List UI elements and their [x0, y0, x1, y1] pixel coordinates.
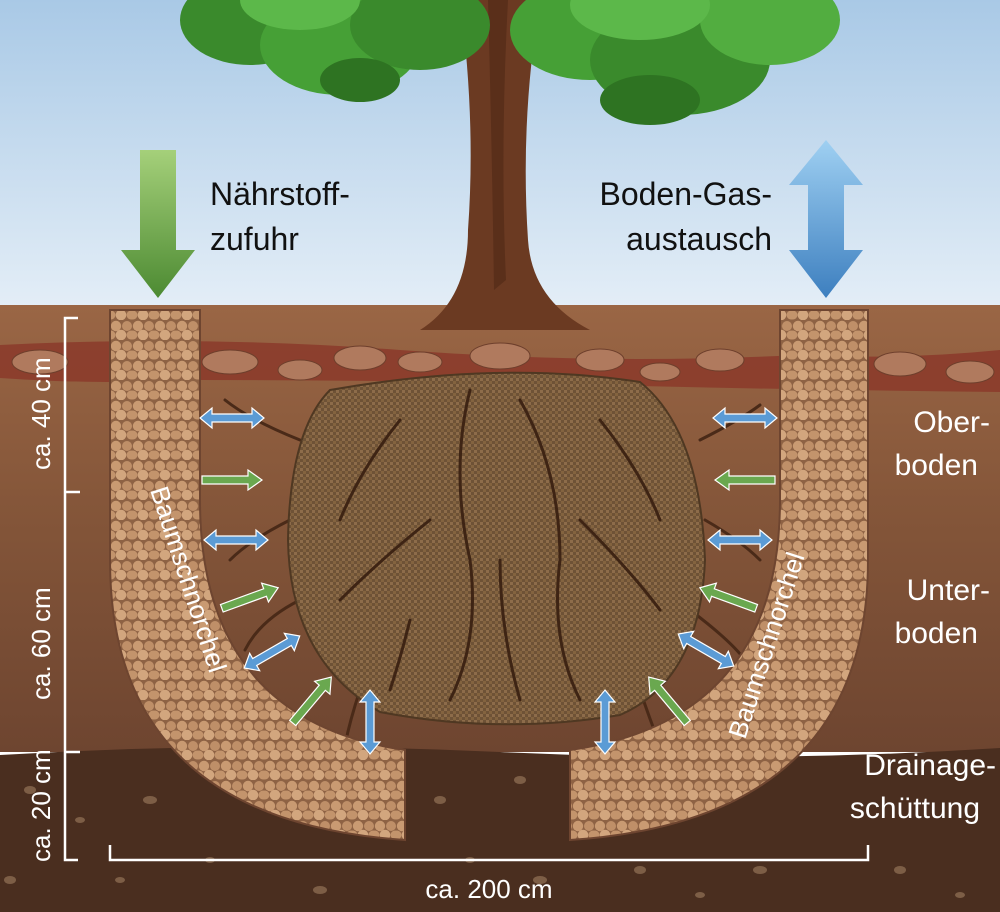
topsoil-label-line1: Ober-: [913, 406, 990, 439]
depth-dimension-line: [63, 316, 80, 862]
inner-roots: [338, 388, 662, 702]
nutrient-down-arrow: [121, 150, 195, 298]
snorkel-right: [569, 309, 869, 842]
trunk-shading: [488, 0, 508, 290]
nutrient-arrow-left-2: [219, 582, 280, 613]
drainage-label-line1: Drainage-: [864, 749, 996, 782]
nutrient-label-line1: Nährstoff-: [210, 176, 350, 212]
drainage-label-line2: schüttung: [850, 792, 980, 825]
nutrient-arrow-left-3: [288, 676, 332, 727]
gas-arrow-right-4: [593, 689, 617, 755]
gas-arrow-right-2: [707, 528, 773, 552]
width-label: ca. 200 cm: [425, 874, 552, 904]
depth-label-mid: ca. 60 cm: [26, 587, 56, 700]
width-dimension-line: [108, 845, 870, 862]
nutrient-arrow-left-1: [201, 468, 264, 492]
tree-canopy: [180, 0, 840, 125]
small-arrows-left: [199, 406, 382, 755]
gas-label-line1: Boden-Gas-: [599, 176, 772, 212]
topsoil-label-line2: boden: [895, 449, 978, 482]
nutrient-label-line2: zufuhr: [210, 221, 299, 257]
gas-arrow-right-3: [677, 630, 735, 670]
stones: [11, 342, 995, 384]
tree-trunk: [420, 0, 590, 330]
small-arrows-right: [593, 406, 778, 755]
root-ball: [286, 371, 707, 726]
nutrient-arrow-right-3: [648, 676, 692, 727]
gas-label-line2: austausch: [626, 221, 772, 257]
gas-arrow-left-2: [203, 528, 269, 552]
gas-arrow-left-4: [358, 689, 382, 755]
gas-arrow-left-3: [243, 632, 301, 672]
depth-label-bottom: ca. 20 cm: [26, 749, 56, 862]
subsoil-label-line2: boden: [895, 617, 978, 650]
subsoil-label-line1: Unter-: [907, 574, 990, 607]
depth-label-top: ca. 40 cm: [26, 357, 56, 470]
gas-arrow-left-1: [199, 406, 265, 430]
gas-arrow-right-1: [712, 406, 778, 430]
nutrient-arrow-right-1: [713, 468, 776, 492]
snorkel-left: [109, 309, 406, 842]
nutrient-arrow-right-2: [698, 582, 759, 613]
gas-exchange-double-arrow: [789, 140, 863, 298]
